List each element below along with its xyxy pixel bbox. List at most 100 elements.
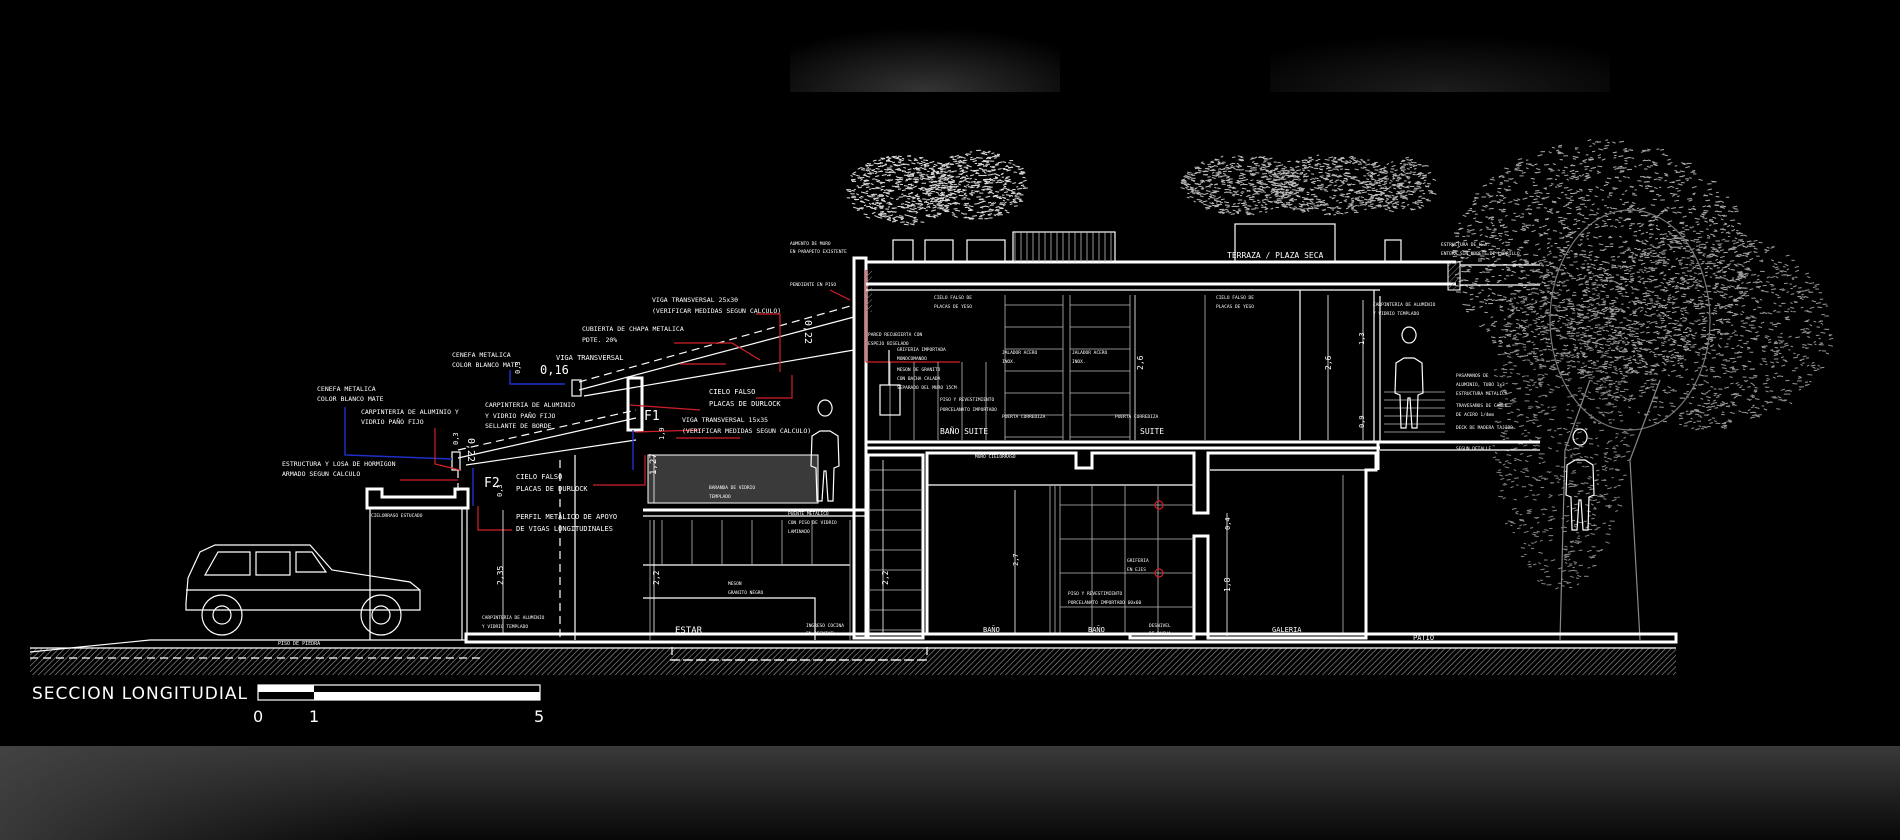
foliage-mark xyxy=(1768,328,1774,331)
foliage-mark xyxy=(1650,378,1654,381)
foliage-mark xyxy=(909,208,915,211)
foliage-mark xyxy=(1609,210,1612,213)
foliage-mark xyxy=(1393,205,1398,208)
foliage-mark xyxy=(1646,331,1650,334)
foliage-mark xyxy=(1522,197,1528,200)
foliage-mark xyxy=(1703,334,1707,336)
foliage-mark xyxy=(1670,405,1676,407)
foliage-mark xyxy=(1628,281,1633,283)
foliage-mark xyxy=(1652,338,1657,342)
foliage-mark xyxy=(1232,193,1236,196)
foliage-mark xyxy=(1795,269,1800,273)
foliage-mark xyxy=(1737,263,1743,266)
foliage-mark xyxy=(1412,171,1417,174)
foliage-mark xyxy=(1628,265,1632,268)
foliage-mark xyxy=(1252,200,1256,203)
foliage-mark xyxy=(1691,186,1697,189)
foliage-mark xyxy=(966,184,970,186)
foliage-mark xyxy=(1612,207,1618,210)
foliage-mark xyxy=(1657,306,1663,308)
foliage-mark xyxy=(1622,250,1627,254)
foliage-mark xyxy=(1733,242,1736,245)
foliage-mark xyxy=(1669,343,1674,346)
foliage-mark xyxy=(1618,350,1624,353)
foliage-mark xyxy=(1377,204,1383,207)
foliage-mark xyxy=(1755,331,1759,334)
foliage-mark xyxy=(1627,176,1630,179)
foliage-mark xyxy=(954,154,960,158)
foliage-mark xyxy=(1536,220,1539,223)
foliage-mark xyxy=(946,198,949,201)
foliage-mark xyxy=(922,177,927,180)
foliage-mark xyxy=(1237,181,1243,183)
foliage-mark xyxy=(1682,235,1686,238)
foliage-mark xyxy=(1414,201,1419,203)
foliage-mark xyxy=(1715,352,1721,355)
foliage-mark xyxy=(1784,344,1789,347)
foliage-mark xyxy=(1668,350,1673,353)
foliage-mark xyxy=(1407,181,1411,184)
foliage-mark xyxy=(1689,226,1693,229)
foliage-mark xyxy=(1205,192,1209,195)
foliage-mark xyxy=(1286,203,1291,206)
foliage-mark xyxy=(1221,179,1226,182)
foliage-mark xyxy=(1412,164,1418,167)
foliage-mark xyxy=(1493,260,1498,263)
foliage-mark xyxy=(1306,209,1310,212)
foliage-mark xyxy=(1295,191,1300,194)
foliage-mark xyxy=(1608,194,1613,197)
foliage-mark xyxy=(1207,176,1211,178)
foliage-mark xyxy=(1631,259,1636,262)
foliage-mark xyxy=(1337,159,1343,161)
foliage-mark xyxy=(979,206,984,209)
foliage-mark xyxy=(1327,184,1332,187)
foliage-mark xyxy=(1717,375,1722,379)
foliage-mark xyxy=(1671,311,1677,314)
foliage-mark xyxy=(1350,157,1355,161)
foliage-mark xyxy=(1369,200,1375,202)
foliage-mark xyxy=(914,180,919,183)
foliage-mark xyxy=(1654,348,1659,350)
foliage-mark xyxy=(900,216,904,219)
foliage-mark xyxy=(1346,175,1352,178)
foliage-mark xyxy=(958,183,961,186)
foliage-mark xyxy=(1675,284,1679,288)
foliage-mark xyxy=(1609,288,1615,291)
foliage-mark xyxy=(1506,171,1511,173)
foliage-mark xyxy=(1825,352,1830,355)
foliage-mark xyxy=(1587,309,1592,312)
foliage-mark xyxy=(1698,243,1703,246)
foliage-mark xyxy=(1632,208,1636,211)
foliage-mark xyxy=(1366,186,1372,188)
foliage-mark xyxy=(930,198,934,201)
foliage-mark xyxy=(927,193,932,196)
foliage-mark xyxy=(1617,342,1621,345)
foliage-mark xyxy=(1619,235,1622,238)
foliage-mark xyxy=(1478,291,1482,294)
foliage-mark xyxy=(1535,190,1540,192)
foliage-mark xyxy=(1656,297,1662,300)
foliage-mark xyxy=(967,216,971,220)
foliage-mark xyxy=(1295,194,1301,197)
foliage-mark xyxy=(890,197,894,200)
foliage-mark xyxy=(1691,427,1695,430)
foliage-mark xyxy=(1384,187,1389,191)
foliage-mark xyxy=(1370,178,1375,181)
foliage-mark xyxy=(1636,350,1641,352)
foliage-mark xyxy=(1674,354,1679,357)
foliage-mark xyxy=(861,191,865,194)
foliage-mark xyxy=(1623,358,1626,361)
foliage-mark xyxy=(926,205,930,208)
foliage-mark xyxy=(1351,157,1357,159)
foliage-mark xyxy=(879,161,884,164)
foliage-mark xyxy=(904,214,909,217)
foliage-mark xyxy=(1316,179,1321,182)
foliage-mark xyxy=(912,178,918,181)
foliage-mark xyxy=(1671,296,1675,298)
foliage-mark xyxy=(1753,297,1756,300)
foliage-mark xyxy=(1700,302,1705,305)
foliage-mark xyxy=(1759,298,1763,301)
foliage-mark xyxy=(1754,300,1759,302)
foliage-mark xyxy=(940,170,944,173)
foliage-mark xyxy=(1567,189,1573,192)
